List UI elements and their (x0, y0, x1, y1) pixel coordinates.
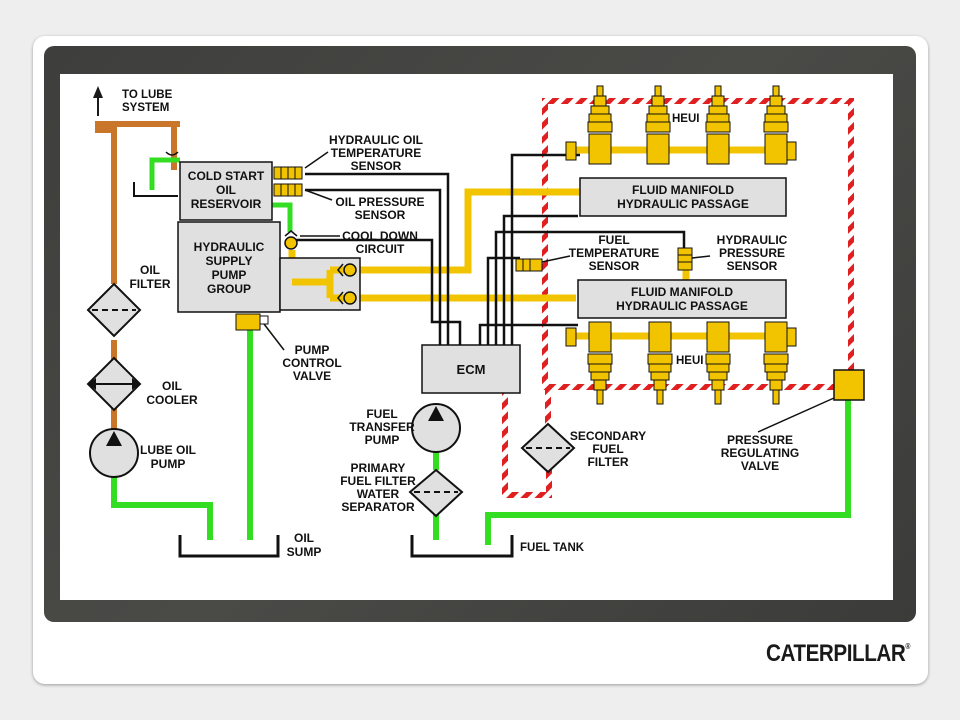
pump-control-valve (235, 313, 261, 331)
heui-injectors-bottom (587, 321, 789, 405)
hydraulic-supply-pump-group (177, 221, 281, 313)
heui-body (764, 321, 788, 353)
heui-injector (647, 353, 673, 405)
caterpillar-logo: CATERPILLAR® (766, 640, 911, 667)
oil-cooler (86, 356, 142, 412)
oil-pressure-sensor (273, 183, 303, 197)
fuel-supply-lines (502, 98, 854, 498)
heui-injector (763, 85, 789, 133)
heui-injector (587, 353, 613, 405)
cold-start-oil-reservoir (179, 161, 273, 221)
heui-body (588, 133, 612, 165)
heui-injector (705, 353, 731, 405)
arrow-up-icon (93, 86, 103, 98)
heui-body (646, 133, 670, 165)
oil-filter (86, 282, 142, 338)
fluid-manifold-bottom (577, 279, 787, 319)
heui-body (588, 321, 612, 353)
heui-injector (645, 85, 671, 133)
hydraulic-pressure-sensor (677, 247, 693, 271)
hydraulic-oil-temperature-sensor (273, 166, 303, 180)
check-valve-icon (337, 263, 357, 305)
oil-sump (178, 535, 280, 558)
fluid-manifold-top (579, 177, 787, 217)
heui-body (648, 321, 672, 353)
fuel-transfer-pump (411, 403, 461, 453)
label-ecm: ECM (457, 362, 486, 377)
cool-down-check-valve (284, 230, 298, 250)
primary-fuel-filter (408, 468, 464, 518)
fuel-temperature-sensor (515, 258, 543, 272)
callout-arrows (263, 151, 835, 433)
label-heui-bottom: HEUI (676, 355, 703, 367)
heui-injector (763, 353, 789, 405)
cold-start-tank-outline (133, 182, 178, 197)
label-heui-top: HEUI (672, 113, 699, 125)
pressure-regulating-valve (833, 369, 865, 401)
ecm-wiring (296, 153, 686, 345)
heui-injector (705, 85, 731, 133)
vent-icon (165, 151, 179, 156)
heui-body (764, 133, 788, 165)
heui-body (706, 133, 730, 165)
label-fuel-tank: FUEL TANK (520, 542, 585, 554)
heui-body (706, 321, 730, 353)
ecm-module (421, 344, 521, 394)
heui-injectors-top (587, 85, 789, 165)
lube-oil-lines (93, 86, 851, 545)
lube-oil-pump (89, 428, 139, 478)
secondary-fuel-filter (520, 422, 576, 474)
fuel-tank (410, 535, 514, 558)
heui-injector (587, 85, 613, 133)
